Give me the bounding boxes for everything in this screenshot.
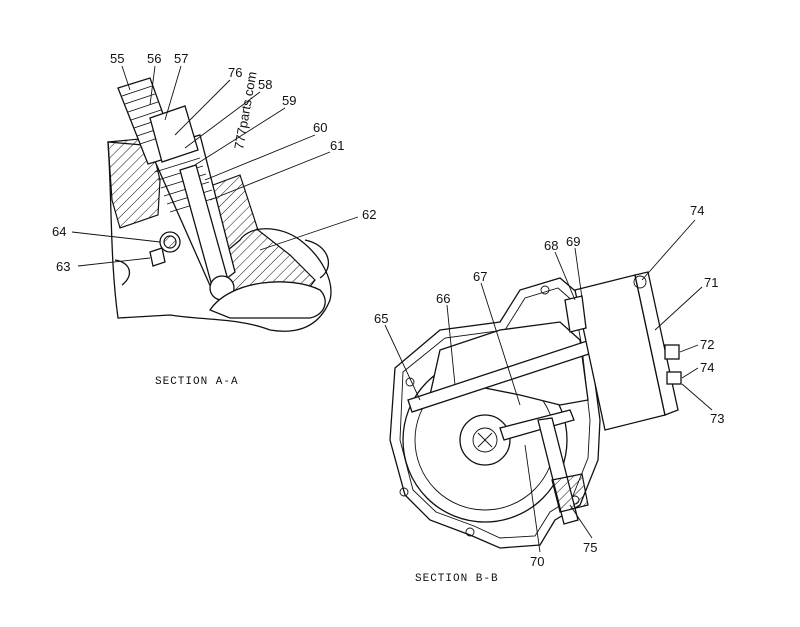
section-a-caption: SECTION A-A [155,376,239,388]
callout-70: 70 [530,554,544,569]
section-b-drawing [384,219,713,553]
callout-73: 73 [710,411,724,426]
callout-60: 60 [313,120,327,135]
callout-74-top: 74 [690,203,704,218]
callout-74-right: 74 [700,360,714,375]
callout-72: 72 [700,337,714,352]
callout-68: 68 [544,238,558,253]
section-b-caption: SECTION B-B [415,573,499,585]
callout-65: 65 [374,311,388,326]
callout-58: 58 [258,77,272,92]
callout-69: 69 [566,234,580,249]
callout-63: 63 [56,259,70,274]
section-a-drawing [71,65,359,332]
callout-56: 56 [147,51,161,66]
callout-57: 57 [174,51,188,66]
callout-55: 55 [110,51,124,66]
callout-61: 61 [330,138,344,153]
callout-64: 64 [52,224,66,239]
callout-75: 75 [583,540,597,555]
callout-62: 62 [362,207,376,222]
callout-59: 59 [282,93,296,108]
callout-66: 66 [436,291,450,306]
callout-76: 76 [228,65,242,80]
callout-71: 71 [704,275,718,290]
callout-67: 67 [473,269,487,284]
